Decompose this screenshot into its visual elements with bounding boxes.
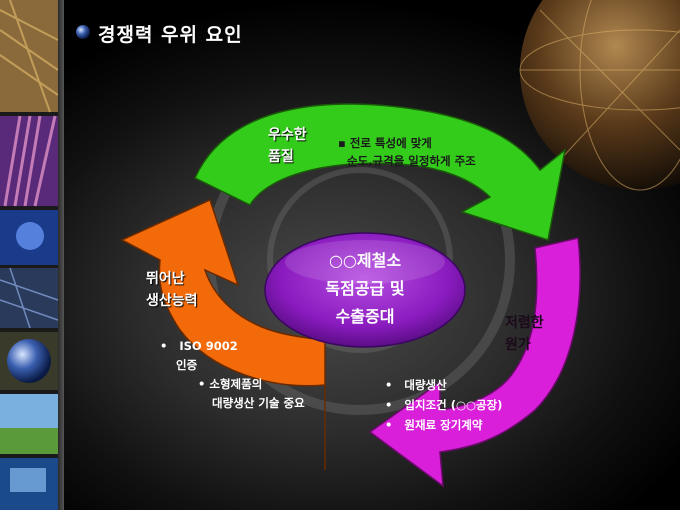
- cost-bullet-1: • 대량생산: [385, 375, 502, 395]
- center-ellipse: [264, 232, 466, 348]
- bullet-marker: •: [160, 339, 168, 353]
- arrow-magenta-cost: [368, 237, 581, 488]
- cost-bullet-1-text: 대량생산: [404, 378, 447, 392]
- bullet-marker: •: [198, 377, 206, 391]
- capability-bullet-1-line1: ISO 9002: [179, 339, 238, 353]
- bullet-marker: •: [385, 398, 393, 412]
- arrow-orange-capability: [120, 198, 326, 470]
- quality-bullet: ▪ 전로 특성에 맞게 순도,규격을 일정하게 주조: [338, 134, 476, 170]
- label-cost: 저렴한 원가: [505, 312, 544, 356]
- label-quality-line2: 품질: [268, 149, 294, 165]
- center-line3: 수출증대: [335, 307, 395, 326]
- bullet-marker: •: [385, 418, 393, 432]
- cost-bullet-3-text: 원재료 장기계약: [404, 418, 483, 432]
- title-bullet-icon: [76, 25, 90, 39]
- bullet-marker: ▪: [338, 136, 346, 150]
- cost-bullets: • 대량생산 • 입지조건 (○○공장) • 원재료 장기계약: [385, 375, 502, 435]
- page-title: 경쟁력 우위 요인: [98, 24, 243, 46]
- quality-bullet-line1: 전로 특성에 맞게: [349, 136, 432, 150]
- cost-bullet-3: • 원재료 장기계약: [385, 415, 502, 435]
- center-text: ○○제철소 독점공급 및 수출증대: [265, 247, 465, 331]
- cost-bullet-2-text: 입지조건 (○○공장): [404, 398, 503, 412]
- label-capability: 뛰어난 생산능력: [146, 268, 198, 312]
- label-capability-line1: 뛰어난: [146, 271, 185, 287]
- capability-bullets: • ISO 9002 인증 • 소형제품의 대량생산 기술 중요: [160, 337, 305, 413]
- quality-bullet-line2: 순도,규격을 일정하게 주조: [347, 154, 476, 168]
- capability-bullet-2: • 소형제품의: [160, 375, 305, 394]
- center-line1: ○○제철소: [328, 251, 402, 270]
- label-cost-line1: 저렴한: [505, 315, 544, 331]
- capability-bullet-1: • ISO 9002: [160, 337, 305, 356]
- image-strip: [0, 0, 64, 510]
- capability-bullet-2-line2: 대량생산 기술 중요: [212, 396, 305, 410]
- label-capability-line2: 생산능력: [146, 293, 198, 309]
- cost-bullet-2: • 입지조건 (○○공장): [385, 395, 502, 415]
- label-quality: 우수한 품질: [268, 124, 307, 168]
- bullet-marker: •: [385, 378, 393, 392]
- center-line2: 독점공급 및: [325, 279, 405, 298]
- capability-bullet-1-line2: 인증: [176, 358, 198, 372]
- label-quality-line1: 우수한: [268, 127, 307, 143]
- label-cost-line2: 원가: [505, 337, 531, 353]
- globe-decoration: [519, 0, 680, 191]
- capability-bullet-2-line1: 소형제품의: [209, 377, 263, 391]
- arrow-green-quality: [194, 103, 567, 241]
